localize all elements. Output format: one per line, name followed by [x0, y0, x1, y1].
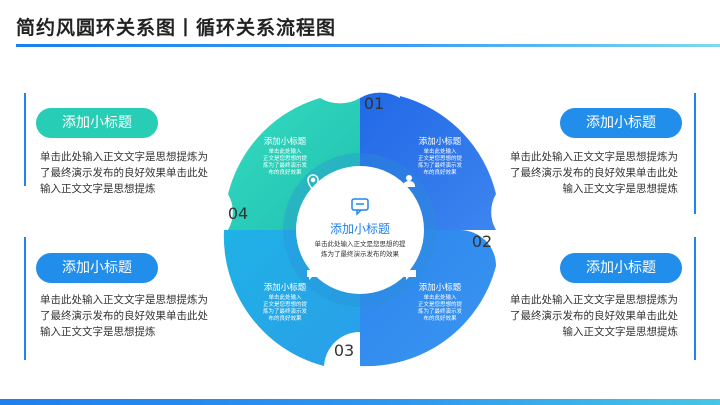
segment-number-02: 02 [472, 232, 492, 251]
right-accent-bar-top [694, 93, 696, 214]
user-icon [403, 175, 415, 187]
side-text-bottom-left: 单击此处输入正文文字是思想提炼为了最终演示发布的良好效果单击此处输入正文文字是思… [40, 294, 208, 338]
segment-text-line: 炼为了最终演示发 [418, 161, 463, 169]
center-text-line: 炼为了最终演示发布的效果 [321, 249, 400, 258]
side-title-pill-bottom-left[interactable]: 添加小标题 [36, 253, 158, 283]
segment-text-line: 布的良好效果 [423, 168, 457, 176]
segment-number-01: 01 [364, 94, 384, 113]
segment-title-03: 添加小标题 [264, 282, 307, 293]
segment-text-line: 正文是您思想的提 [418, 154, 463, 162]
left-accent-bar-top [24, 93, 26, 186]
center-circle [296, 166, 424, 294]
segment-text-line: 布的良好效果 [268, 168, 302, 176]
side-title-pill-bottom-right[interactable]: 添加小标题 [560, 253, 682, 283]
segment-title-01: 添加小标题 [419, 136, 462, 147]
side-title-pill-top-left[interactable]: 添加小标题 [36, 108, 158, 138]
center-chat-icon [351, 198, 369, 216]
segment-text-line: 单击此处输入 [268, 147, 302, 155]
segment-text-line: 正文是您思想的提 [418, 300, 463, 308]
chat-bubble-icon-segment-03 [307, 270, 319, 280]
location-pin-icon [307, 174, 319, 192]
segment-text-line: 炼为了最终演示发 [263, 161, 308, 169]
page-title: 简约风圆环关系图丨循环关系流程图 [16, 17, 337, 39]
footer-bar [0, 399, 720, 405]
segment-text-line: 单击此处输入 [423, 147, 457, 155]
side-text-top-right: 单击此处输入正文文字是思想提炼为了最终演示发布的良好效果单击此处输入正文文字是思… [510, 151, 678, 195]
segment-title-04: 添加小标题 [264, 136, 307, 147]
right-accent-bar-bottom [694, 237, 696, 360]
left-accent-bar-bottom [24, 237, 26, 360]
segment-text-line: 炼为了最终演示发 [263, 307, 308, 315]
side-title-pill-top-right[interactable]: 添加小标题 [560, 108, 682, 138]
segment-text-line: 正文是您思想的提 [263, 300, 308, 308]
segment-number-03: 03 [334, 341, 354, 360]
segment-number-04: 04 [228, 204, 248, 223]
segment-text-line: 布的良好效果 [423, 314, 457, 322]
center-title: 添加小标题 [330, 222, 390, 236]
segment-title-02: 添加小标题 [419, 282, 462, 293]
chat-bubble-icon-segment-02 [404, 270, 416, 280]
segment-text-line: 单击此处输入 [423, 293, 457, 301]
center-text-line: 单击此处输入正文是您思想的提 [315, 239, 407, 248]
side-text-top-left: 单击此处输入正文文字是思想提炼为了最终演示发布的良好效果单击此处输入正文文字是思… [40, 151, 208, 195]
segment-text-line: 布的良好效果 [268, 314, 302, 322]
segment-text-line: 单击此处输入 [268, 293, 302, 301]
segment-text-line: 炼为了最终演示发 [418, 307, 463, 315]
side-text-bottom-right: 单击此处输入正文文字是思想提炼为了最终演示发布的良好效果单击此处输入正文文字是思… [510, 294, 678, 338]
header-divider [16, 44, 720, 47]
segment-text-line: 正文是您思想的提 [263, 154, 308, 162]
